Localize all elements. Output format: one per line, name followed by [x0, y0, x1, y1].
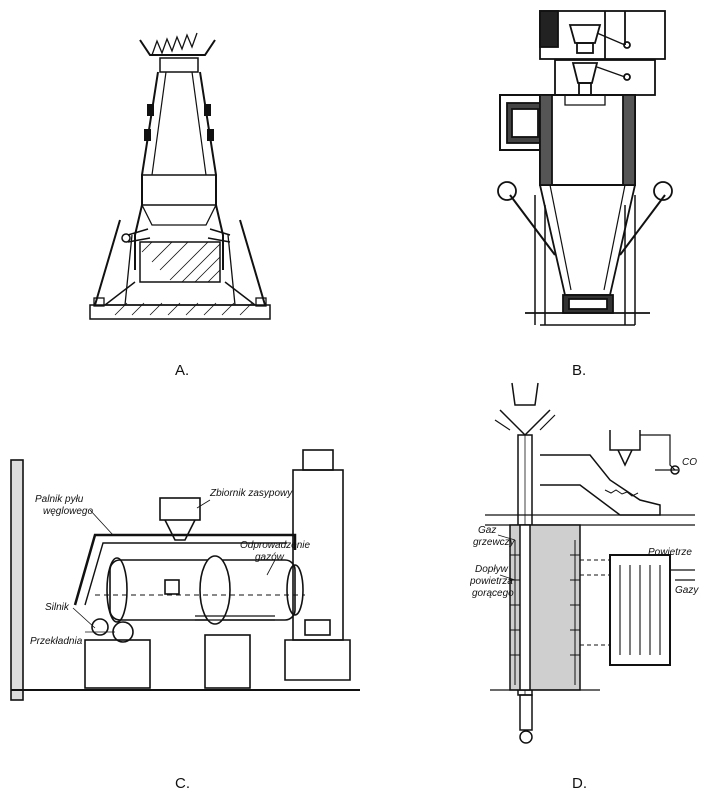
shaft-furnace-drawing — [497, 10, 673, 326]
label-gear: Przekładnia — [30, 636, 83, 647]
reduction-shaft-drawing: CO Gaz grzewczy Dopływ powietrza gorąceg… — [470, 382, 699, 744]
figure-d-reduction-shaft: CO Gaz grzewczy Dopływ powietrza gorąceg… — [470, 375, 705, 770]
label-air-supply-line1: Dopływ — [475, 564, 509, 575]
label-gases: Gazy — [675, 585, 699, 596]
figure-b-shaft-furnace — [485, 5, 685, 340]
label-burner-line1: Palnik pyłu — [35, 494, 84, 505]
label-hopper: Zbiornik zasypowy — [209, 488, 293, 499]
label-air-supply-line3: gorącego — [472, 588, 514, 599]
label-exhaust-line2: gazów — [255, 552, 285, 563]
blast-furnace-drawing — [89, 32, 271, 320]
label-co: CO — [682, 457, 697, 468]
label-burner-line2: węglowego — [43, 506, 93, 517]
label-heating-gas-line2: grzewczy — [473, 537, 516, 548]
label-heating-gas-line1: Gaz — [478, 525, 496, 536]
caption-d: D. — [572, 775, 587, 792]
label-motor: Silnik — [45, 602, 70, 613]
caption-b: B. — [572, 362, 587, 379]
caption-c: C. — [175, 775, 190, 792]
label-air: Powietrze — [648, 547, 692, 558]
label-exhaust-line1: Odprowadzenie — [240, 540, 310, 551]
caption-a: A. — [175, 362, 190, 379]
rotary-kiln-drawing: Palnik pyłu węglowego Zbiornik zasypowy … — [10, 449, 360, 701]
figure-c-rotary-kiln: Palnik pyłu węglowego Zbiornik zasypowy … — [5, 440, 365, 705]
label-air-supply-line2: powietrza — [470, 576, 513, 587]
figure-a-blast-furnace — [80, 30, 290, 330]
